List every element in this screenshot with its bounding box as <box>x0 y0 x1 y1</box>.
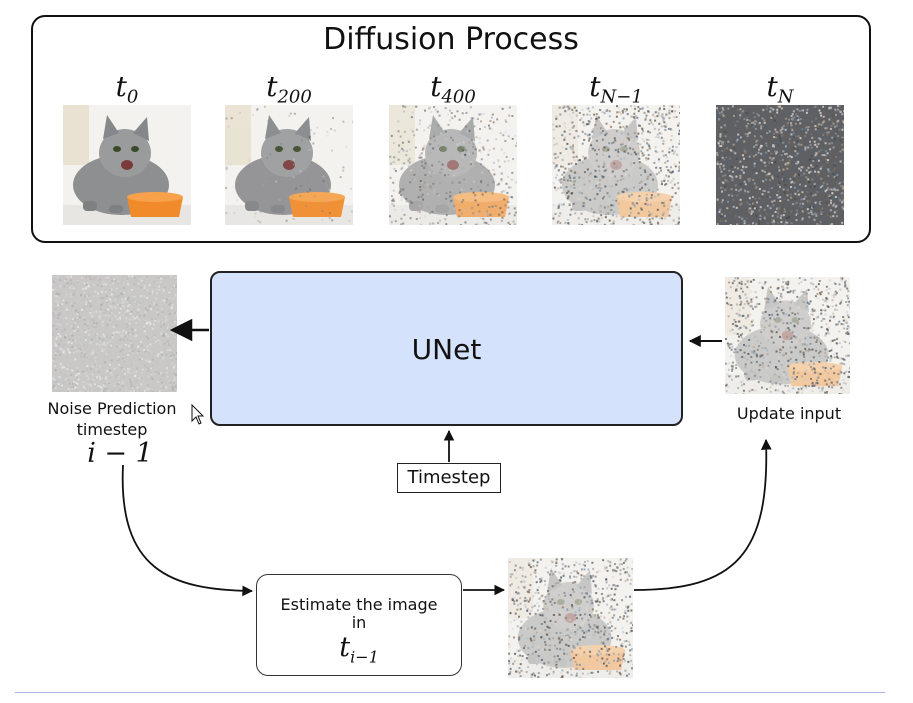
estimate-box <box>256 574 462 676</box>
stage-label-tN-1: tN−1 <box>589 70 643 108</box>
noise-prediction-caption: Noise Prediction timestep <box>30 398 194 440</box>
cat-image-tN-1 <box>552 105 680 225</box>
arrow-image-to-update <box>633 438 772 591</box>
estimate-line2: in <box>351 613 367 632</box>
stage-label-t0: t0 <box>115 70 139 108</box>
noise-prediction-image <box>52 275 177 392</box>
cat-image-t0 <box>63 105 191 225</box>
bottom-rule <box>15 692 885 693</box>
panel-title: Diffusion Process <box>323 22 579 57</box>
estimate-text: Estimate the image in <box>256 596 462 632</box>
unet-block <box>210 271 683 426</box>
arrow-noise-to-estimate <box>121 464 254 597</box>
update-input-caption: Update input <box>736 404 842 423</box>
diffusion-process-panel <box>31 15 871 243</box>
stage-label-t400: t400 <box>430 70 476 108</box>
estimate-math: ti−1 <box>339 632 379 667</box>
stage-label-t200: t200 <box>266 70 312 108</box>
stage-label-tN: tN <box>766 70 794 108</box>
unet-label: UNet <box>411 333 482 366</box>
update-input-image <box>725 277 850 394</box>
cat-image-tN <box>716 105 844 225</box>
timestep-box: Timestep <box>397 463 501 493</box>
timestep-math: i − 1 <box>87 438 153 469</box>
noise-prediction-line2: timestep <box>76 420 148 439</box>
cat-image-t200 <box>225 105 353 225</box>
cat-image-t400 <box>389 105 517 225</box>
noise-prediction-line1: Noise Prediction <box>47 399 177 418</box>
estimated-image <box>508 558 633 678</box>
estimate-line1: Estimate the image <box>280 595 438 614</box>
